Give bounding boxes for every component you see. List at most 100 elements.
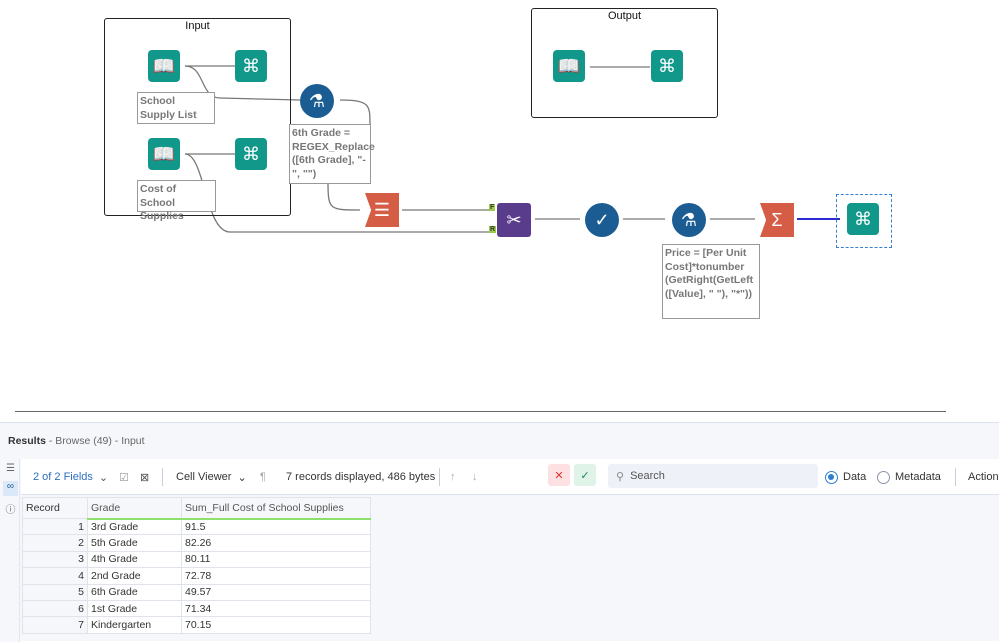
column-header[interactable]: Sum_Full Cost of School Supplies: [181, 497, 371, 520]
input-data-tool[interactable]: 📖: [148, 50, 180, 82]
annotation: Cost of School Supplies: [137, 180, 216, 222]
browse-tool[interactable]: ⌘: [651, 50, 683, 82]
radio-unselected: [877, 470, 890, 484]
metadata-radio[interactable]: Metadata: [877, 459, 941, 495]
table-cell[interactable]: 3rd Grade: [87, 517, 182, 536]
results-table: Record Grade Sum_Full Cost of School Sup…: [22, 497, 371, 634]
table-cell[interactable]: 49.57: [181, 583, 371, 601]
table-cell[interactable]: 2: [22, 534, 88, 552]
book-icon: 📖: [152, 143, 176, 164]
cell-viewer-label: Cell Viewer: [176, 471, 232, 483]
table-cell[interactable]: 82.26: [181, 534, 371, 552]
table-cell[interactable]: 1: [22, 517, 88, 536]
transpose-tool[interactable]: ☰: [365, 193, 399, 227]
formula-tool[interactable]: ⚗: [300, 84, 334, 118]
deselect-icon[interactable]: ⊠: [140, 471, 150, 484]
results-panel: Results - Browse (49) - Input ☰ ∞ ⓘ 2 of…: [0, 422, 999, 642]
radio-selected: [825, 470, 838, 484]
binoculars-icon: ⌘: [242, 143, 260, 164]
input-data-tool[interactable]: 📖: [148, 138, 180, 170]
help-icon[interactable]: ⓘ: [5, 505, 16, 516]
apply-filter-button[interactable]: ✓: [574, 464, 596, 486]
selection-box: [836, 194, 892, 248]
panel-divider[interactable]: [15, 411, 946, 412]
table-cell[interactable]: 70.15: [181, 616, 371, 634]
table-cell[interactable]: 6th Grade: [87, 583, 182, 601]
annotation: 6th Grade = REGEX_Replace ([6th Grade], …: [289, 124, 375, 184]
list-icon[interactable]: ☰: [6, 463, 15, 474]
metadata-label: Metadata: [895, 471, 941, 483]
table-cell[interactable]: 5: [22, 583, 88, 601]
table-cell[interactable]: 80.11: [181, 550, 371, 569]
book-icon: 📖: [152, 55, 176, 76]
binoculars-icon: ⌘: [658, 55, 676, 76]
join-anchor-r[interactable]: R: [489, 226, 497, 233]
separator: [439, 468, 440, 486]
join-tool[interactable]: ✂: [497, 203, 531, 237]
table-cell[interactable]: 4: [22, 567, 88, 585]
separator: [955, 468, 956, 486]
chevron-down-icon: ⌄: [237, 471, 247, 484]
book-icon: 📖: [557, 55, 581, 76]
cell-viewer-dropdown[interactable]: Cell Viewer ⌄: [176, 459, 247, 495]
input-data-tool[interactable]: 📖: [553, 50, 585, 82]
join-icon: ✂: [506, 209, 522, 230]
workflow-canvas[interactable]: Input Output 📖 ⌘ School Supply List 📖 ⌘ …: [0, 0, 999, 408]
table-cell[interactable]: 5th Grade: [87, 534, 182, 552]
results-title: Results: [8, 435, 46, 447]
input-container[interactable]: Input: [104, 18, 291, 216]
table-cell[interactable]: 4th Grade: [87, 550, 182, 569]
browse-tool[interactable]: ⌘: [235, 138, 267, 170]
container-title: Output: [607, 10, 642, 22]
table-cell[interactable]: Kindergarten: [87, 616, 182, 634]
chevron-down-icon: ⌄: [98, 471, 109, 484]
select-all-icon[interactable]: ☑: [119, 471, 129, 484]
table-cell[interactable]: 72.78: [181, 567, 371, 585]
table-cell[interactable]: 6: [22, 599, 88, 618]
flask-icon: ⚗: [680, 209, 698, 230]
column-header[interactable]: Record: [22, 497, 88, 519]
results-sidebar: ☰ ∞ ⓘ: [0, 459, 20, 642]
actions-menu[interactable]: Actions: [968, 471, 999, 483]
clear-filter-button[interactable]: ✕: [548, 464, 570, 486]
annotation: School Supply List: [137, 92, 215, 124]
data-radio[interactable]: Data: [825, 459, 866, 495]
formula-tool[interactable]: ⚗: [672, 203, 706, 237]
arrow-up-icon[interactable]: ↑: [450, 471, 456, 483]
pilcrow-icon[interactable]: ¶: [260, 471, 266, 483]
container-title: Input: [185, 20, 210, 32]
browse-tool-selected[interactable]: ⌘: [847, 203, 879, 235]
sigma-icon: Σ: [771, 209, 783, 230]
data-cleansing-tool[interactable]: ✓: [585, 203, 619, 237]
results-subtitle: - Browse (49) - Input: [48, 435, 145, 447]
table-cell[interactable]: 91.5: [181, 517, 371, 536]
table-icon: ☰: [373, 199, 391, 220]
annotation: Price = [Per Unit Cost]*tonumber (GetRig…: [662, 244, 760, 319]
search-input[interactable]: ⚲ Search: [608, 464, 818, 488]
binoculars-icon[interactable]: ∞: [3, 481, 18, 496]
table-cell[interactable]: 71.34: [181, 599, 371, 618]
binoculars-icon: ⌘: [242, 55, 260, 76]
arrow-down-icon[interactable]: ↓: [472, 471, 478, 483]
output-container[interactable]: Output: [531, 8, 718, 118]
table-cell[interactable]: 2nd Grade: [87, 567, 182, 585]
column-header[interactable]: Grade: [87, 497, 182, 520]
search-icon: ⚲: [616, 470, 625, 483]
browse-tool[interactable]: ⌘: [235, 50, 267, 82]
check-icon: ✓: [594, 209, 610, 230]
table-cell[interactable]: 1st Grade: [87, 599, 182, 618]
binoculars-icon: ⌘: [854, 208, 872, 229]
table-cell[interactable]: 3: [22, 550, 88, 569]
flask-icon: ⚗: [308, 90, 326, 111]
search-placeholder: Search: [630, 470, 665, 482]
fields-selector[interactable]: 2 of 2 Fields⌄: [33, 459, 108, 495]
table-cell[interactable]: 7: [22, 616, 88, 634]
join-anchor-f[interactable]: F: [489, 204, 496, 211]
